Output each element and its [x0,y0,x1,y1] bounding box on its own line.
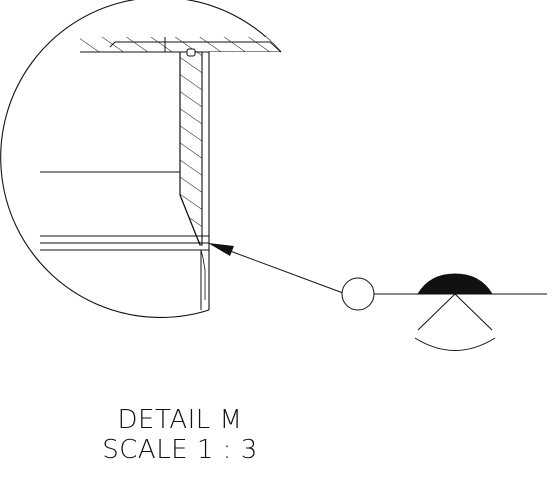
weld-all-around-circle [341,277,375,311]
weep-hole [186,48,196,57]
contour-arc [414,337,496,351]
leader-line [213,244,344,294]
groove-right-leg [454,293,493,331]
section-geometry [40,37,282,310]
convex-weld-symbol [417,273,493,295]
detail-title-label: DETAIL M [117,405,243,435]
hatched-wall [179,51,203,246]
taper-line [179,194,201,246]
detail-scale-label: SCALE 1 : 3 [102,435,258,465]
leader-arrowhead [208,243,234,256]
detail-boundary-arc [0,0,282,318]
groove-left-leg [417,293,456,331]
